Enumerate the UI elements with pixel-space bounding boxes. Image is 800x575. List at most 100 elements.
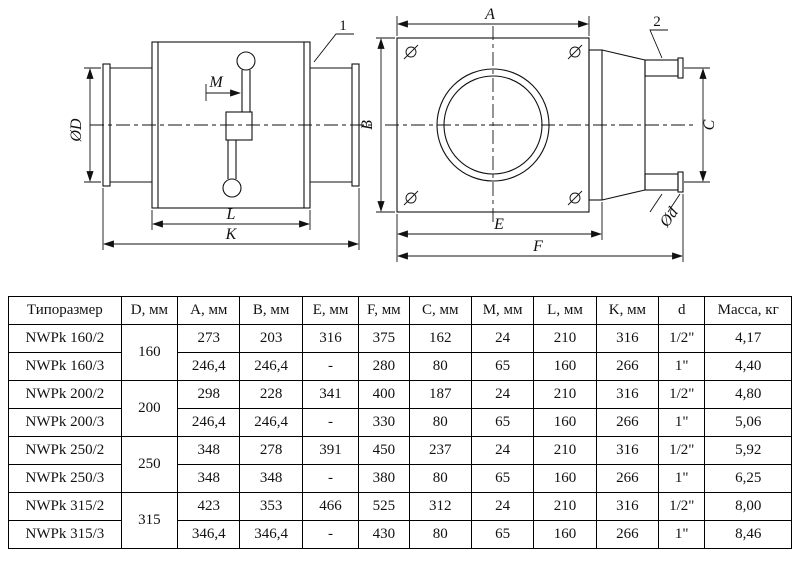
cell-diameter: 200 (120, 380, 179, 437)
cell-value: 80 (408, 408, 472, 437)
dim-label-B: B (359, 120, 376, 130)
cell-model: NWPk 315/3 (8, 520, 122, 549)
technical-drawing: ØD M L K 1 (68, 6, 718, 262)
cell-value: 65 (470, 464, 535, 493)
pipe-connector (588, 49, 684, 201)
cell-value: 266 (595, 408, 660, 437)
cell-value: 4,40 (704, 352, 792, 381)
cell-value: 375 (358, 324, 410, 353)
spec-table-head: Типоразмер D, мм A, мм B, мм E, мм F, мм… (8, 296, 792, 325)
cell-value: 4,17 (704, 324, 792, 353)
dim-diaD (84, 67, 101, 183)
cell-value: 187 (408, 380, 472, 409)
col-header-mass: Масса, кг (704, 296, 792, 325)
cell-value: 400 (358, 380, 410, 409)
dim-label-C: C (701, 119, 718, 130)
cell-value: 5,06 (704, 408, 792, 437)
dim-E (396, 202, 603, 262)
dim-label-M: M (208, 74, 224, 91)
dim-label-diad: Ød (656, 204, 682, 231)
cell-value: 203 (239, 324, 303, 353)
cell-value: 24 (470, 324, 535, 353)
cell-value: 80 (408, 464, 472, 493)
cell-value: 80 (408, 352, 472, 381)
cell-value: 466 (301, 492, 360, 521)
dim-label-L: L (226, 206, 236, 223)
cell-diameter: 250 (120, 436, 179, 493)
dim-C (684, 67, 710, 183)
cell-value: 6,25 (704, 464, 792, 493)
col-header-d: d (658, 296, 706, 325)
cell-value: 316 (595, 324, 660, 353)
cell-model: NWPk 200/3 (8, 408, 122, 437)
cell-value: 8,00 (704, 492, 792, 521)
col-header-C: C, мм (408, 296, 472, 325)
cell-value: 341 (301, 380, 360, 409)
cell-value: 24 (470, 436, 535, 465)
front-view (376, 16, 710, 262)
cell-value: 348 (177, 436, 241, 465)
cell-value: - (301, 408, 360, 437)
cell-value: 160 (533, 464, 597, 493)
cell-value: 423 (177, 492, 241, 521)
cell-value: 346,4 (239, 520, 303, 549)
cell-value: 312 (408, 492, 472, 521)
side-view (84, 33, 372, 250)
col-header-K: K, мм (595, 296, 660, 325)
cell-value: 246,4 (239, 352, 303, 381)
cell-value: 210 (533, 380, 597, 409)
callout-1-leader (313, 33, 354, 63)
cell-value: 525 (358, 492, 410, 521)
cell-value: 430 (358, 520, 410, 549)
cell-value: 266 (595, 464, 660, 493)
cell-diameter: 315 (120, 492, 179, 549)
cell-value: 348 (239, 464, 303, 493)
dim-A (396, 16, 590, 36)
dim-label-K: K (225, 226, 238, 243)
cell-value: 210 (533, 436, 597, 465)
dim-L (151, 210, 311, 230)
cell-value: 1/2" (658, 380, 706, 409)
cell-value: 5,92 (704, 436, 792, 465)
cell-value: 450 (358, 436, 410, 465)
dim-diad-ticks (649, 193, 681, 213)
cell-value: 160 (533, 352, 597, 381)
dim-label-F: F (532, 238, 543, 255)
cell-model: NWPk 160/2 (8, 324, 122, 353)
col-header-M: M, мм (470, 296, 535, 325)
cell-value: 316 (595, 380, 660, 409)
callout-2: 2 (653, 14, 661, 30)
cell-value: 246,4 (177, 408, 241, 437)
cell-value: 380 (358, 464, 410, 493)
col-header-L: L, мм (533, 296, 597, 325)
cell-value: 65 (470, 520, 535, 549)
col-header-A: A, мм (177, 296, 241, 325)
cell-value: 4,80 (704, 380, 792, 409)
cell-value: 266 (595, 520, 660, 549)
valve-mechanism (222, 51, 256, 198)
col-header-F: F, мм (358, 296, 410, 325)
cell-model: NWPk 250/2 (8, 436, 122, 465)
spec-table: Типоразмер D, мм A, мм B, мм E, мм F, мм… (8, 296, 792, 549)
cell-diameter: 160 (120, 324, 179, 381)
cell-value: 65 (470, 352, 535, 381)
cell-value: 246,4 (177, 352, 241, 381)
cell-value: - (301, 520, 360, 549)
cell-model: NWPk 200/2 (8, 380, 122, 409)
cell-model: NWPk 250/3 (8, 464, 122, 493)
cell-value: 24 (470, 492, 535, 521)
cell-value: 8,46 (704, 520, 792, 549)
cell-value: - (301, 352, 360, 381)
cell-value: 346,4 (177, 520, 241, 549)
col-header-D: D, мм (120, 296, 179, 325)
cell-value: 330 (358, 408, 410, 437)
dim-K (102, 188, 360, 250)
cell-value: 298 (177, 380, 241, 409)
cell-value: 273 (177, 324, 241, 353)
cell-value: 316 (301, 324, 360, 353)
cell-value: 162 (408, 324, 472, 353)
